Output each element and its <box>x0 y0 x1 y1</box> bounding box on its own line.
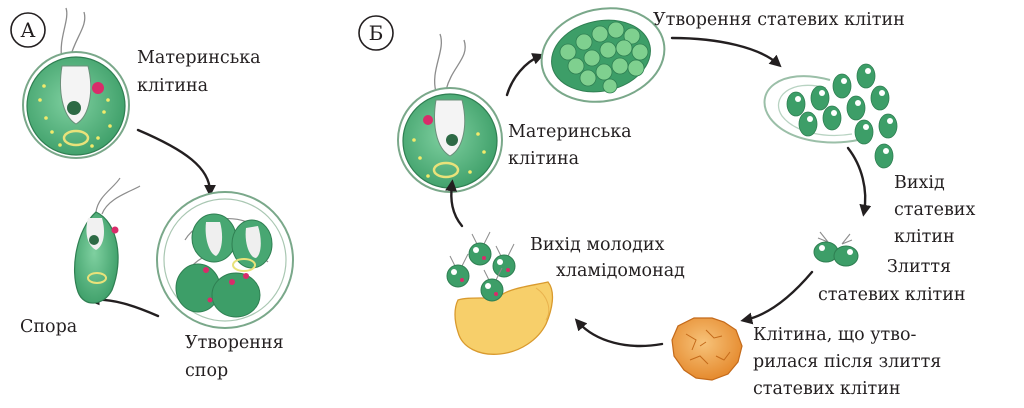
young-release-label-line1: Вихід молодих <box>530 235 665 255</box>
young-cell <box>447 254 469 287</box>
gamete-release-label-line3: клітин <box>894 227 955 247</box>
mother-cell-b <box>398 34 502 192</box>
gamete-release-label-line1: Вихід <box>894 173 945 193</box>
mother-cell-a <box>23 8 129 158</box>
spore-formation-label-line2: спор <box>185 361 228 381</box>
zygote <box>672 318 742 380</box>
zygote-label-line3: статевих клітин <box>753 379 901 399</box>
arrow-to-zygote <box>745 272 812 320</box>
panel-b-badge: Б <box>359 16 393 50</box>
panel-a: А Материнська клітина <box>11 8 293 381</box>
fusing-gametes <box>814 232 858 266</box>
zygote-label-line1: Клітина, що утво- <box>753 325 917 345</box>
mother-cell-b-label-line2: клітина <box>508 149 579 169</box>
young-release-label-line2: хламідомонад <box>556 261 685 281</box>
spore-formation-label-line1: Утворення <box>185 333 284 353</box>
gamete-fusion-label-line2: статевих клітин <box>818 285 966 305</box>
gamete-fusion-label-line1: Злиття <box>887 257 951 277</box>
gamete-release-label-line2: статевих <box>894 200 975 220</box>
panel-b-letter: Б <box>369 21 384 45</box>
young-cell <box>481 268 503 301</box>
arrow-a-to-spore-formation <box>138 130 210 192</box>
spore <box>75 178 140 303</box>
mother-cell-a-label-line2: клітина <box>137 76 208 96</box>
gamete-formation-label: Утворення статевих клітин <box>653 10 905 30</box>
arrow-to-young-release <box>578 322 662 346</box>
panel-a-letter: А <box>20 18 35 42</box>
panel-a-badge: А <box>11 13 45 47</box>
zygote-label-line2: рилася після злиття <box>753 352 941 372</box>
arrow-to-gamete-fusion <box>848 148 865 212</box>
spore-formation-cell <box>157 192 293 328</box>
arrow-b-to-gamete-formation <box>507 56 540 95</box>
young-cell <box>469 232 491 265</box>
arrow-to-spore <box>92 300 158 316</box>
young-cell <box>493 244 515 277</box>
mother-cell-a-label-line1: Материнська <box>137 48 261 68</box>
mother-cell-b-label-line1: Материнська <box>508 122 632 142</box>
eyespot-a <box>92 82 104 94</box>
open-shell-gametes <box>765 64 897 168</box>
arrow-to-gamete-release <box>672 38 778 64</box>
panel-b: Б Материнська клітина <box>359 0 975 399</box>
spore-label: Спора <box>20 317 77 337</box>
